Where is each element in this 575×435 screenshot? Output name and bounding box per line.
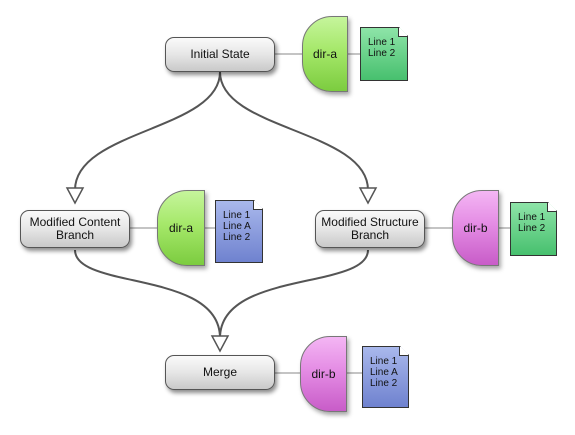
file-document-icon[interactable]: Line 1 Line 2	[510, 202, 557, 256]
file-line: Line 1	[518, 212, 546, 223]
arrowhead-content	[65, 187, 85, 205]
merge-node[interactable]: Merge	[165, 355, 275, 390]
file-line: Line 1	[223, 210, 251, 221]
page-fold	[547, 203, 556, 212]
edge-initial-to-content	[74, 71, 221, 191]
file-line: Line A	[370, 367, 398, 378]
page-fold	[399, 347, 408, 356]
arrowhead-structure	[358, 187, 378, 205]
content-branch-label-line1: Modified Content	[29, 215, 121, 229]
page-fold	[253, 201, 262, 210]
file-line: Line 2	[370, 378, 398, 389]
file-document-icon[interactable]: Line 1 Line A Line 2	[215, 200, 263, 263]
file-document-icon[interactable]: Line 1 Line 2	[360, 27, 408, 81]
dir-b-folder[interactable]: dir-b	[452, 190, 499, 266]
edge-content-to-merge	[74, 249, 221, 339]
file-line: Line 1	[368, 37, 396, 48]
initial-state-node[interactable]: Initial State	[165, 37, 275, 72]
dir-label: dir-b	[463, 221, 488, 235]
edge-structure-to-merge	[219, 249, 369, 339]
arrowhead-merge	[210, 335, 230, 353]
file-line: Line A	[223, 221, 251, 232]
file-document-icon[interactable]: Line 1 Line A Line 2	[362, 346, 409, 408]
dir-label: dir-a	[312, 47, 337, 61]
modified-structure-branch-node[interactable]: Modified Structure Branch	[315, 210, 425, 248]
structure-branch-label-line1: Modified Structure	[321, 215, 419, 229]
file-line: Line 2	[518, 223, 546, 234]
modified-content-branch-node[interactable]: Modified Content Branch	[20, 210, 130, 248]
dir-a-folder[interactable]: dir-a	[302, 16, 348, 92]
file-line: Line 2	[368, 48, 396, 59]
dir-b-folder[interactable]: dir-b	[300, 336, 347, 412]
merge-label: Merge	[202, 365, 237, 379]
dir-label: dir-a	[168, 221, 193, 235]
file-line: Line 2	[223, 232, 251, 243]
dir-label: dir-b	[311, 367, 336, 381]
dir-a-folder[interactable]: dir-a	[157, 190, 205, 266]
file-line: Line 1	[370, 356, 398, 367]
edge-initial-to-structure	[219, 71, 369, 191]
initial-state-label: Initial State	[190, 47, 250, 61]
content-branch-label-line2: Branch	[55, 228, 94, 242]
structure-branch-label-line2: Branch	[350, 228, 389, 242]
page-fold	[398, 28, 407, 37]
